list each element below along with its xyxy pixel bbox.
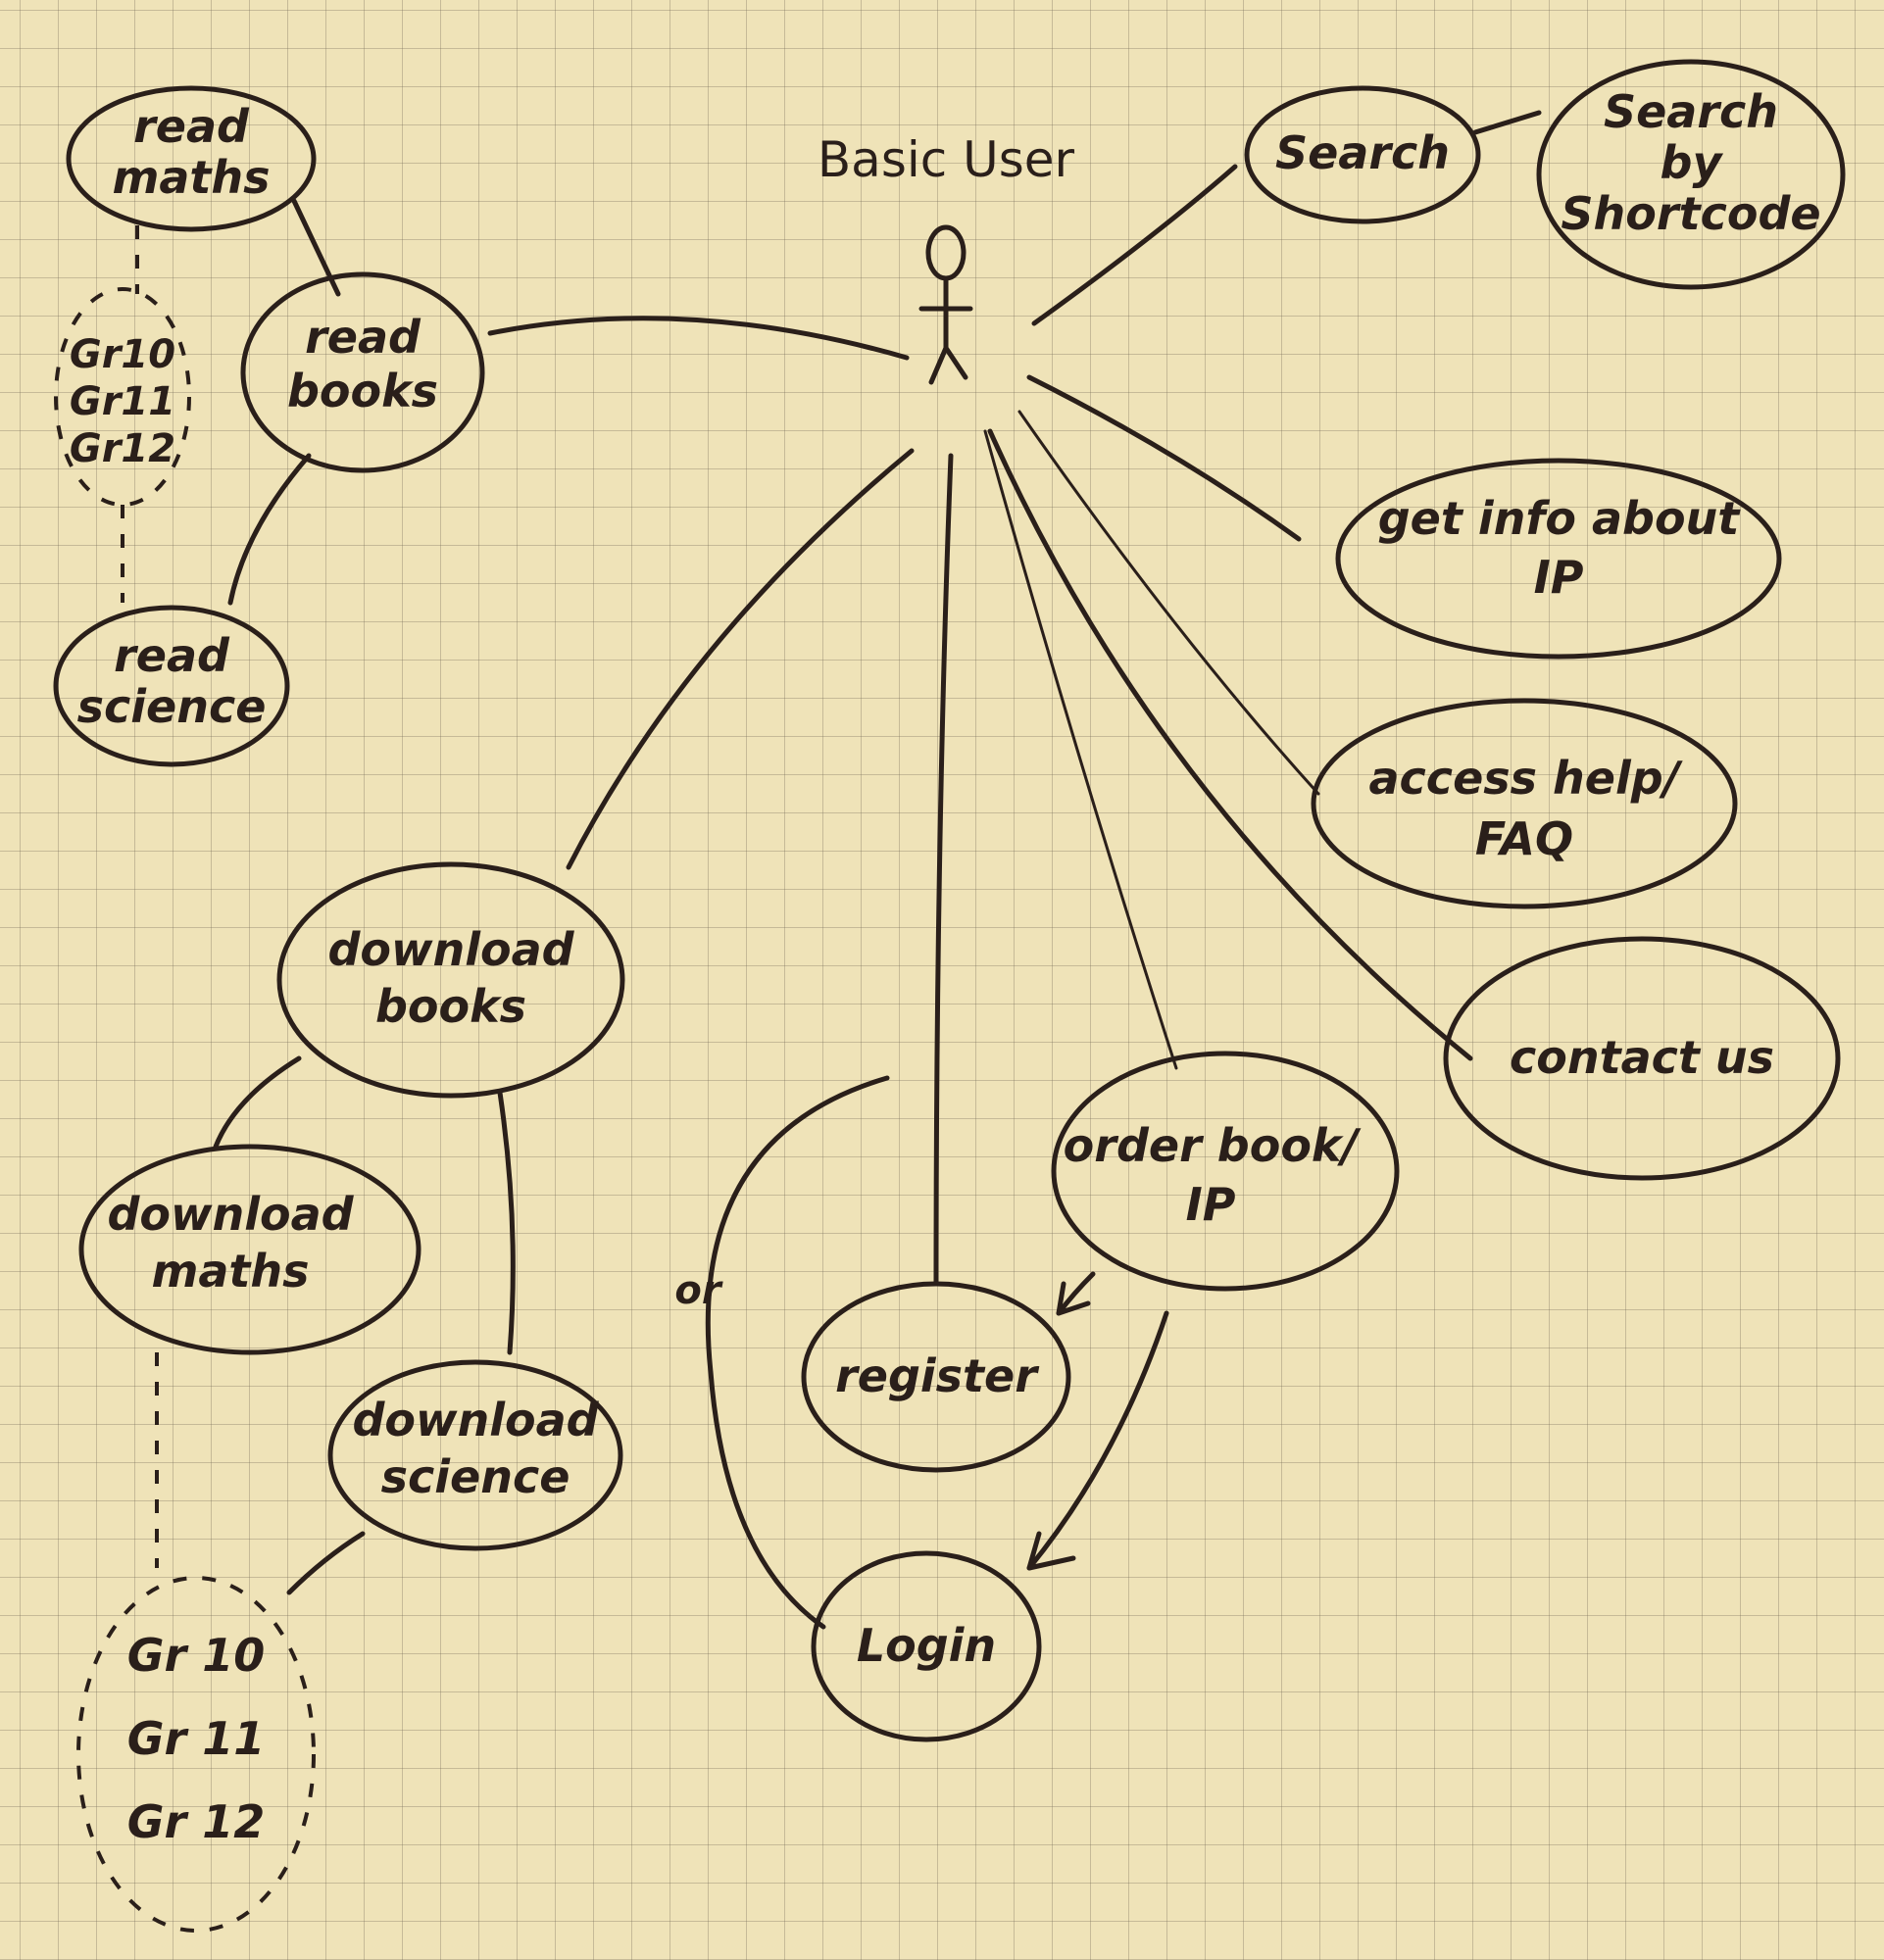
edge-user-search [1031,164,1238,326]
edge-search-shortcode [1472,110,1542,135]
edge-user-contact-us [987,428,1473,1061]
grades-group-read [54,287,191,507]
edge-user-register [933,453,954,1287]
arrow-head-login [1026,1531,1076,1571]
node-order-book[interactable] [1051,1051,1400,1292]
or-annotation: or [674,1268,722,1313]
edge-user-read-books [487,316,910,361]
node-login[interactable] [811,1550,1042,1742]
node-search-shortcode[interactable] [1536,59,1846,290]
node-access-help-label: access help/FAQ [1369,752,1683,865]
node-search-label: Search [1275,126,1450,179]
node-get-info-ip[interactable] [1335,458,1782,660]
node-download-science[interactable] [327,1359,623,1551]
node-read-science[interactable] [53,605,290,767]
edge-user-get-info [1026,374,1302,542]
connectors [121,110,1542,1630]
node-order-book-label: order book/IP [1064,1119,1362,1231]
node-contact-us[interactable] [1443,936,1841,1181]
edge-user-order-book [983,429,1178,1070]
actor-head [925,224,967,281]
edge-user-download-books [566,448,915,870]
node-download-maths[interactable] [78,1144,421,1355]
edge-read-books-read-science [227,453,312,606]
node-access-help[interactable] [1311,698,1738,909]
node-download-books[interactable] [276,861,625,1099]
edge-register-or-login [705,1075,890,1630]
actor-label: Basic User [818,131,1075,188]
edge-user-access-help [1017,410,1320,796]
actor-body [918,276,973,385]
edge-download-books-science [497,1090,516,1355]
arrow-head-register [1056,1281,1091,1316]
node-contact-us-label: contact us [1510,1031,1774,1084]
node-login-label: Login [857,1619,996,1672]
edge-download-science-grades [286,1531,366,1595]
node-read-maths[interactable] [66,85,317,232]
edge-order-login [1026,1310,1169,1571]
actor-basic-user: Basic User [818,131,1075,385]
node-register[interactable] [801,1281,1071,1473]
node-search[interactable] [1244,85,1481,224]
node-register-label: register [835,1349,1040,1402]
edge-download-books-maths [213,1055,302,1150]
grades-group-download [76,1576,316,1933]
node-read-books[interactable] [240,271,485,473]
